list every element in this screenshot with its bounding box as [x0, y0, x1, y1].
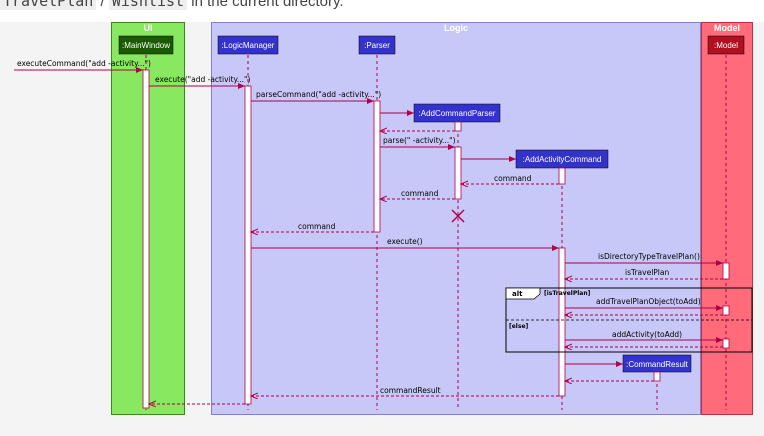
msg-label-10: execute()	[387, 237, 423, 246]
participant-mainwindow: :MainWindow	[118, 35, 174, 55]
activation-parser	[373, 100, 381, 233]
message-labels: executeCommand("add -activity...") execu…	[17, 59, 701, 395]
destroy-marker	[451, 209, 465, 223]
text-rest: in the current directory.	[187, 0, 344, 10]
message-arrows	[14, 67, 723, 404]
intro-text: TravelPlan / Wishlist in the current dir…	[0, 0, 344, 10]
text-separator: /	[96, 0, 109, 10]
participant-model: :Model	[707, 35, 745, 55]
participant-addactivitycommand: :AddActivityCommand	[515, 149, 609, 169]
lane-title-logic: Logic	[444, 23, 468, 33]
msg-label-2: parseCommand("add -activity...")	[256, 90, 381, 99]
activation-addactivitycommand-1	[558, 167, 566, 185]
participant-label-logicmanager: :LogicManager	[222, 41, 275, 50]
participant-label-addactivitycommand: :AddActivityCommand	[523, 155, 602, 164]
activation-logicmanager	[244, 85, 252, 405]
activation-addactivitycommand-2	[558, 247, 566, 397]
msg-label-11: isDirectoryTypeTravelPlan()	[598, 252, 700, 261]
participant-logicmanager: :LogicManager	[217, 35, 279, 55]
activation-model-3	[722, 338, 730, 349]
participant-label-commandresult: :CommandResult	[626, 360, 689, 369]
alt-keyword: alt	[512, 290, 523, 298]
participant-parser: :Parser	[358, 35, 396, 55]
participant-commandresult: :CommandResult	[622, 354, 692, 373]
msg-label-7: command	[494, 174, 532, 183]
participant-label-mainwindow: :MainWindow	[122, 41, 170, 50]
msg-label-1: execute("add -activity...")	[155, 75, 250, 84]
activation-addcommandparser-1	[454, 121, 462, 132]
alt-fragment: alt [isTravelPlan] [else]	[505, 287, 753, 353]
alt-guard-2: [else]	[509, 323, 529, 330]
participant-addcommandparser: :AddCommandParser	[413, 103, 501, 123]
participant-label-parser: :Parser	[364, 41, 390, 50]
msg-label-8: command	[401, 189, 439, 198]
msg-label-0: executeCommand("add -activity...")	[17, 59, 151, 68]
alt-guard-1: [isTravelPlan]	[544, 290, 591, 297]
msg-label-15: addActivity(toAdd)	[612, 330, 682, 339]
top-text-strip: TravelPlan / Wishlist in the current dir…	[0, 0, 764, 22]
activation-commandresult	[653, 371, 661, 382]
activation-addcommandparser-2	[454, 146, 462, 200]
msg-label-9: command	[298, 222, 336, 231]
msg-label-12: isTravelPlan	[625, 268, 669, 277]
code-wishlist: Wishlist	[108, 0, 188, 10]
code-travelplan: TravelPlan	[0, 0, 97, 10]
msg-label-5: parse(" -activity...")	[383, 136, 456, 145]
activation-mainwindow	[142, 69, 150, 409]
lane-title-model: Model	[714, 23, 740, 33]
msg-label-13: addTravelPlanObject(toAdd)	[596, 297, 701, 306]
lane-model: Model	[701, 22, 753, 415]
activation-model-1	[722, 262, 730, 280]
msg-label-19: commandResult	[380, 386, 441, 395]
activation-model-2	[722, 305, 730, 316]
lane-title-ui: UI	[143, 23, 153, 33]
participant-label-model: :Model	[714, 41, 738, 50]
participant-label-addcommandparser: :AddCommandParser	[419, 109, 496, 118]
